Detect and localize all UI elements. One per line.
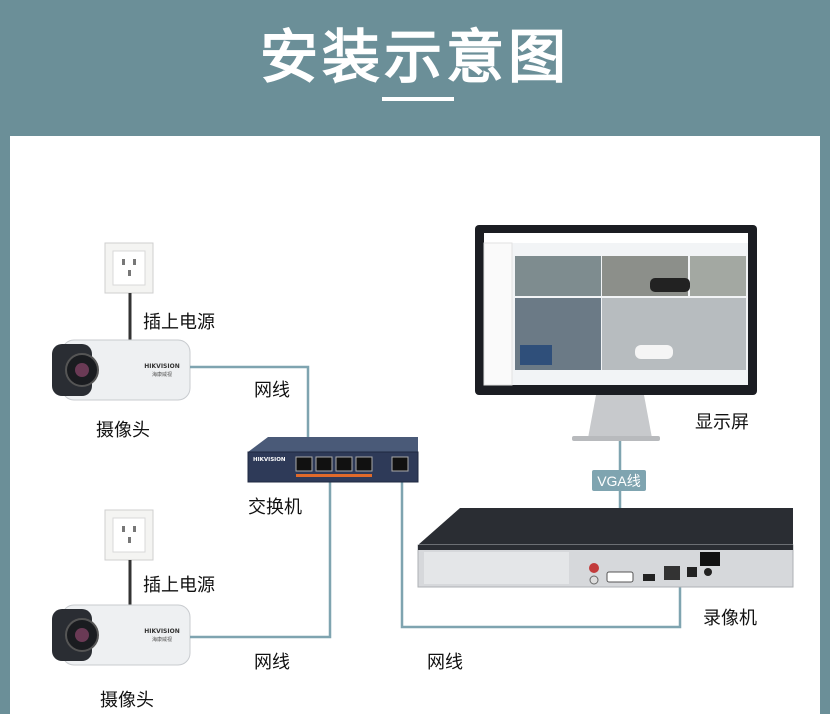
label-camera-bottom: 摄像头 [100, 690, 154, 711]
camera-brand-top: HIKVISION [144, 363, 179, 370]
header-band: 安装示意图 [0, 0, 830, 136]
power-socket-top [104, 242, 154, 294]
camera-bottom: HIKVISION 海康威视 [52, 604, 191, 666]
label-camera-top: 摄像头 [96, 420, 150, 441]
camera-brand-bottom: HIKVISION [144, 628, 179, 635]
nvr-recorder [417, 508, 794, 588]
page-title: 安装示意图 [259, 23, 570, 91]
label-monitor: 显示屏 [695, 412, 749, 433]
camera-brand-cn-top: 海康威视 [152, 371, 172, 378]
vga-badge [592, 470, 646, 491]
label-power-bottom: 插上电源 [143, 575, 215, 596]
camera-brand-cn-bottom: 海康威视 [152, 636, 172, 643]
title-underline [382, 97, 454, 101]
label-cable-nvr: 网线 [427, 652, 463, 673]
cable-camera-bottom-switch [190, 460, 332, 639]
network-switch: HIKVISION [247, 437, 419, 483]
label-cable-top: 网线 [254, 380, 290, 401]
camera-top: HIKVISION 海康威视 [52, 339, 191, 401]
cable-camera-top-switch [190, 365, 310, 460]
switch-brand: HIKVISION [253, 457, 286, 463]
cable-switch-nvr [400, 465, 682, 629]
power-socket-bottom [104, 509, 154, 561]
label-cable-bottom: 网线 [254, 652, 290, 673]
label-nvr: 录像机 [703, 608, 757, 629]
label-switch: 交换机 [248, 497, 302, 518]
label-power-top: 插上电源 [143, 312, 215, 333]
vga-badge-label: VGA线 [597, 473, 641, 489]
monitor [475, 225, 757, 441]
